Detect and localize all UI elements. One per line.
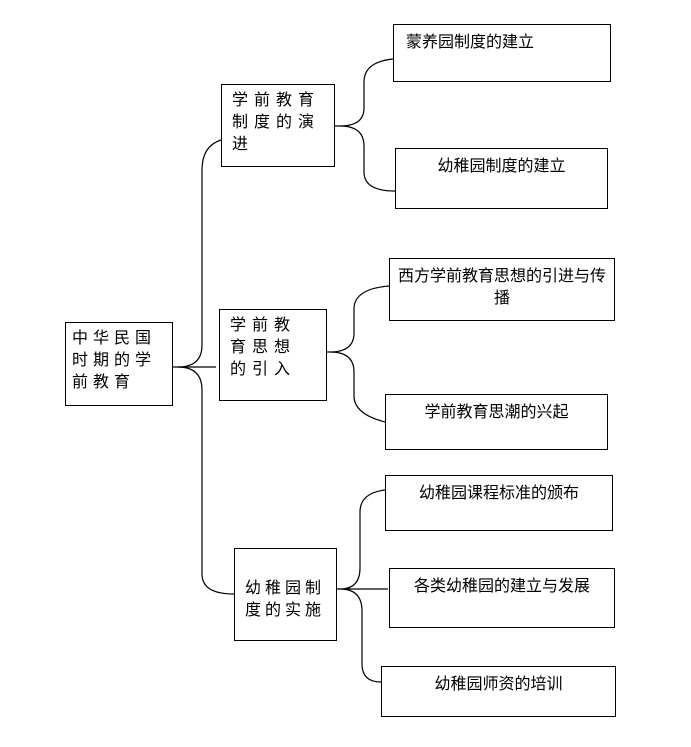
connector-branch2-brace [327, 285, 390, 423]
leaf-node-label: 幼稚园师资的培训 [434, 674, 563, 693]
leaf-node-curriculum-standard: 幼稚园课程标准的颁布 [385, 475, 613, 531]
leaf-node-kindergarten-system: 幼稚园制度的建立 [395, 148, 608, 209]
leaf-node-label: 幼稚园课程标准的颁布 [418, 483, 579, 502]
branch-node-label: 幼稚园制度的实施 [245, 578, 326, 619]
leaf-node-label: 幼稚园制度的建立 [437, 156, 566, 175]
branch-node-institution-evolution: 学前教育制度的演进 [221, 84, 335, 167]
branch-node-thought-introduction: 学前教育思想的引入 [219, 309, 327, 401]
leaf-node-thought-trend: 学前教育思潮的兴起 [385, 394, 608, 450]
leaf-node-mengyangyuan: 蒙养园制度的建立 [393, 24, 611, 82]
connector-branch1-brace [335, 58, 396, 192]
branch-node-label: 学前教育制度的演进 [232, 90, 321, 153]
leaf-node-label: 西方学前教育思想的引进与传播 [398, 266, 607, 307]
leaf-node-label: 学前教育思潮的兴起 [424, 402, 569, 421]
leaf-node-label: 各类幼稚园的建立与发展 [413, 576, 590, 595]
leaf-node-western-thought: 西方学前教育思想的引进与传播 [389, 258, 615, 321]
root-node: 中华民国时期的学前教育 [65, 322, 173, 406]
branch-node-kindergarten-implementation: 幼稚园制度的实施 [234, 548, 337, 641]
connector-root-brace [177, 139, 235, 595]
leaf-node-kindergarten-types: 各类幼稚园的建立与发展 [389, 568, 615, 628]
connector-branch3-brace [337, 489, 388, 683]
branch-node-label: 学前教育思想的引入 [230, 315, 297, 378]
root-node-label: 中华民国时期的学前教育 [72, 328, 157, 391]
leaf-node-teacher-training: 幼稚园师资的培训 [381, 666, 616, 717]
leaf-node-label: 蒙养园制度的建立 [406, 32, 535, 51]
